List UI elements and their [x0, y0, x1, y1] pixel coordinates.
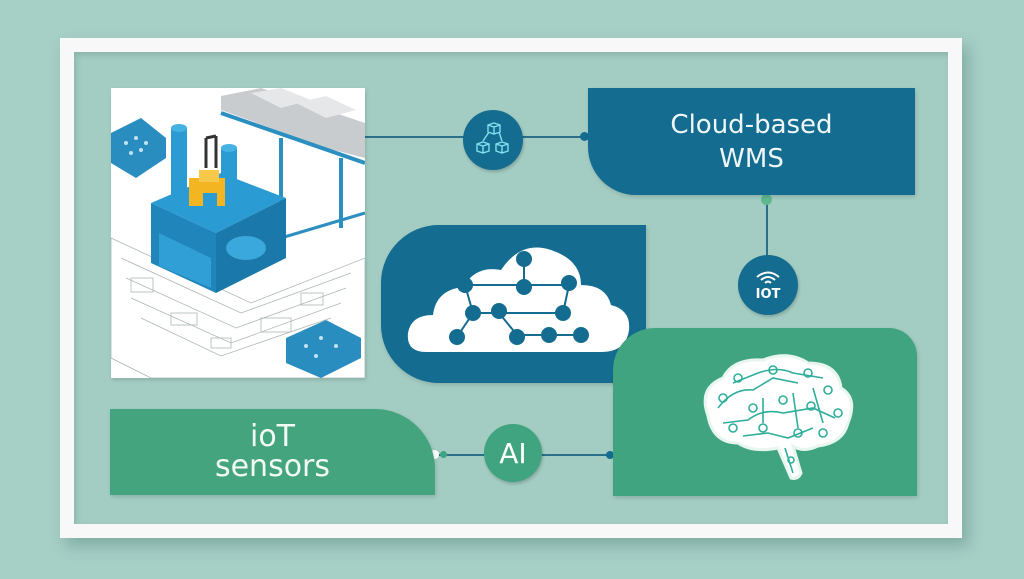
connector-endpoint	[430, 450, 439, 459]
connector-endpoint	[761, 194, 772, 205]
cloud-network-icon	[407, 247, 630, 352]
wifi-icon	[756, 271, 780, 284]
blockchain-node	[463, 110, 523, 170]
cloud-wms-node: Cloud-based WMS	[588, 88, 915, 195]
iot-sensors-label-line2: sensors	[214, 449, 331, 484]
ai-node: AI	[484, 424, 542, 482]
circuit-brain-icon	[703, 354, 854, 480]
connector-endpoint	[440, 451, 447, 458]
warehouse-illustration	[111, 88, 365, 378]
ai-brain-node	[613, 328, 917, 496]
wms-label-line1: Cloud-based	[670, 109, 833, 140]
cloud-network-node	[381, 225, 646, 383]
iot-badge-label: IOT	[755, 286, 781, 302]
iot-sensors-label-line1: ioT	[249, 419, 295, 454]
wms-label-line2: WMS	[719, 143, 784, 174]
ai-label: AI	[499, 436, 527, 470]
connector-endpoint	[606, 451, 614, 459]
iot-sensors-node: ioT sensors	[110, 409, 435, 495]
connector-endpoint	[580, 132, 589, 141]
connected-cubes-icon	[476, 122, 509, 154]
industrial-equipment-icon	[111, 88, 365, 378]
iot-badge: IOT	[738, 255, 798, 315]
connector-wms-to-iot	[766, 195, 768, 257]
